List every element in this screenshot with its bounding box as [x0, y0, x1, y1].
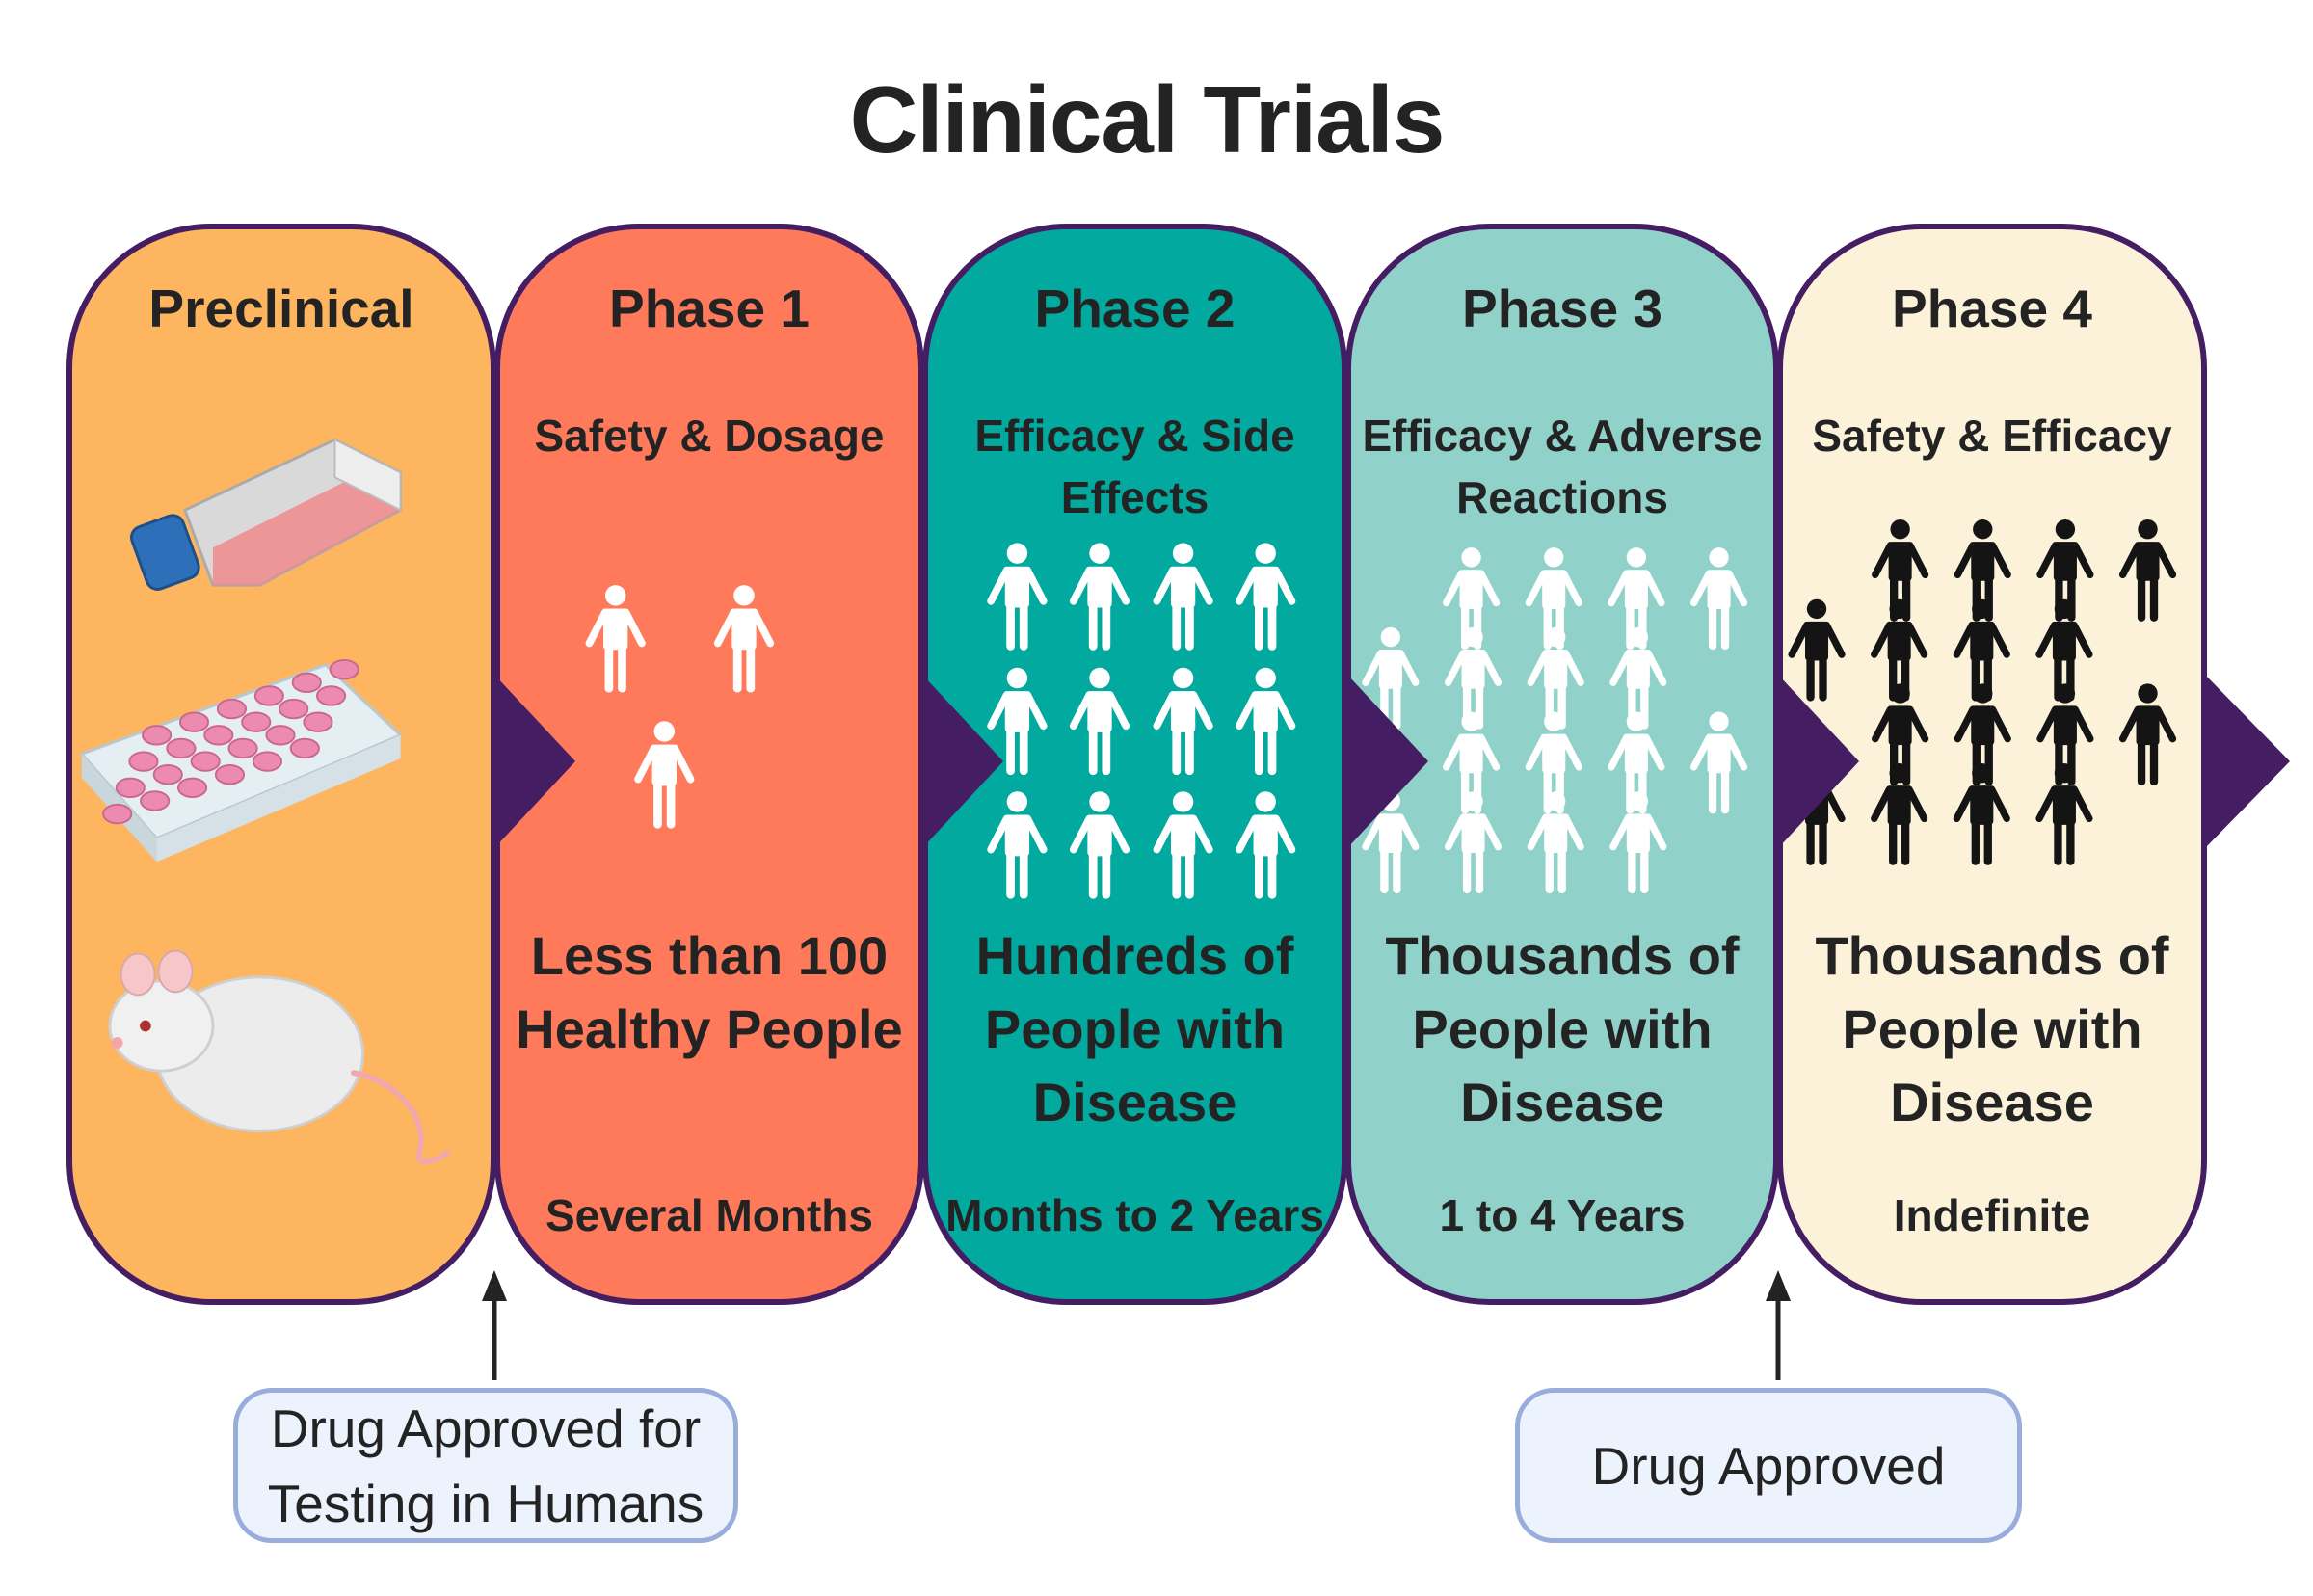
- person-icon: [987, 791, 1048, 899]
- stage-duration: Indefinite: [1893, 1190, 2091, 1240]
- callout-arrow-nda: [1766, 1270, 1791, 1380]
- person-icon: [634, 721, 695, 829]
- callout-drug-approved: Drug Approved: [1515, 1388, 2022, 1543]
- well-icon: [241, 711, 272, 732]
- well-icon: [329, 659, 359, 680]
- stage-duration: Months to 2 Years: [945, 1190, 1324, 1240]
- stage-title: Preclinical: [148, 279, 414, 338]
- person-icon: [1236, 791, 1296, 899]
- arrow-up-icon: [482, 1270, 507, 1301]
- person-icon: [1689, 711, 1748, 814]
- well-icon: [289, 737, 320, 759]
- person-icon: [1236, 667, 1296, 776]
- person-icon: [1069, 543, 1130, 651]
- cell-culture-flask-icon: [129, 438, 403, 591]
- stage-population: Thousands of People with Disease: [1815, 925, 2169, 1132]
- person-icon: [1442, 547, 1501, 651]
- stage-subtitle: Safety & Dosage: [534, 411, 885, 461]
- well-icon: [252, 751, 282, 772]
- person-icon: [1236, 543, 1296, 651]
- person-icon: [2118, 519, 2177, 622]
- person-icon: [1871, 763, 1928, 865]
- diagram-title: Clinical Trials: [849, 66, 1446, 173]
- chevron-arrow-icon: [922, 675, 1003, 848]
- well-icon: [216, 698, 247, 720]
- well-icon: [178, 711, 210, 732]
- stage-population: Thousands of People with Disease: [1385, 925, 1740, 1132]
- person-icon: [1069, 791, 1130, 899]
- person-icon: [2036, 519, 2094, 622]
- person-icon: [1689, 547, 1748, 651]
- stage-duration: Several Months: [545, 1190, 873, 1240]
- well-icon: [115, 777, 146, 799]
- people-group: [1362, 547, 1748, 894]
- chevron-arrow-icon: [1778, 675, 1859, 848]
- person-icon: [1608, 711, 1665, 814]
- well-icon: [227, 737, 258, 759]
- person-icon: [585, 585, 646, 693]
- callout-arrow-ind: [482, 1270, 507, 1380]
- well-icon: [176, 777, 208, 799]
- person-icon: [1953, 763, 2010, 865]
- callout-drug-approved-for-testing: Drug Approved for Testing in Humans: [233, 1388, 738, 1543]
- stage-title: Phase 2: [1034, 279, 1236, 338]
- well-icon: [265, 725, 296, 746]
- well-icon: [291, 672, 322, 694]
- stage-duration: 1 to 4 Years: [1439, 1190, 1686, 1240]
- chevron-arrow-icon: [1347, 675, 1428, 848]
- stage-title: Phase 4: [1892, 279, 2092, 338]
- stage-title: Phase 3: [1462, 279, 1662, 338]
- stage-subtitle: Safety & Efficacy: [1812, 411, 2172, 461]
- stage-population: Less than 100 Healthy People: [516, 925, 903, 1059]
- well-icon: [102, 803, 133, 825]
- person-icon: [1069, 667, 1130, 776]
- well-icon: [142, 725, 173, 746]
- person-icon: [1609, 791, 1667, 894]
- person-icon: [987, 543, 1048, 651]
- well-icon: [303, 711, 333, 732]
- stage-population: Hundreds of People with Disease: [975, 925, 1294, 1132]
- people-group: [1788, 519, 2177, 865]
- preclinical-illustrations: [79, 438, 451, 1164]
- person-icon: [2035, 763, 2093, 865]
- person-icon: [1153, 667, 1213, 776]
- lab-mouse-icon: [108, 949, 451, 1164]
- chevron-arrow-icon: [494, 675, 575, 848]
- person-icon: [1953, 598, 2010, 702]
- person-icon: [2118, 683, 2177, 786]
- person-icon: [1872, 683, 1929, 786]
- person-icon: [713, 585, 775, 693]
- people-group: [987, 543, 1296, 899]
- well-icon: [128, 751, 159, 772]
- well-icon: [279, 698, 309, 720]
- person-icon: [987, 667, 1048, 776]
- well-icon: [152, 764, 183, 785]
- well-icon: [253, 685, 284, 706]
- chevron-arrow-icon: [2205, 675, 2290, 848]
- well-icon: [316, 685, 347, 706]
- stage-title: Phase 1: [609, 279, 810, 338]
- person-icon: [1871, 598, 1928, 702]
- arrow-up-icon: [1766, 1270, 1791, 1301]
- stage-card-phase1: Phase 1 Safety & Dosage Less than 100 He…: [494, 224, 924, 1305]
- stage-subtitle: Efficacy & Adverse Reactions: [1362, 411, 1763, 522]
- person-icon: [1527, 791, 1584, 894]
- stage-subtitle: Efficacy & Side Effects: [974, 411, 1295, 522]
- person-icon: [1444, 791, 1502, 894]
- well-icon: [140, 790, 171, 811]
- person-icon: [1153, 543, 1213, 651]
- people-group: [585, 585, 775, 829]
- well-icon: [214, 764, 246, 785]
- well-icon: [190, 751, 221, 772]
- well-icon: [166, 737, 197, 759]
- well-icon: [203, 725, 234, 746]
- person-icon: [1153, 791, 1213, 899]
- person-icon: [1788, 598, 1846, 702]
- well-plate-icon: [79, 659, 404, 863]
- stage-card-preclinical: Preclinical: [66, 224, 496, 1305]
